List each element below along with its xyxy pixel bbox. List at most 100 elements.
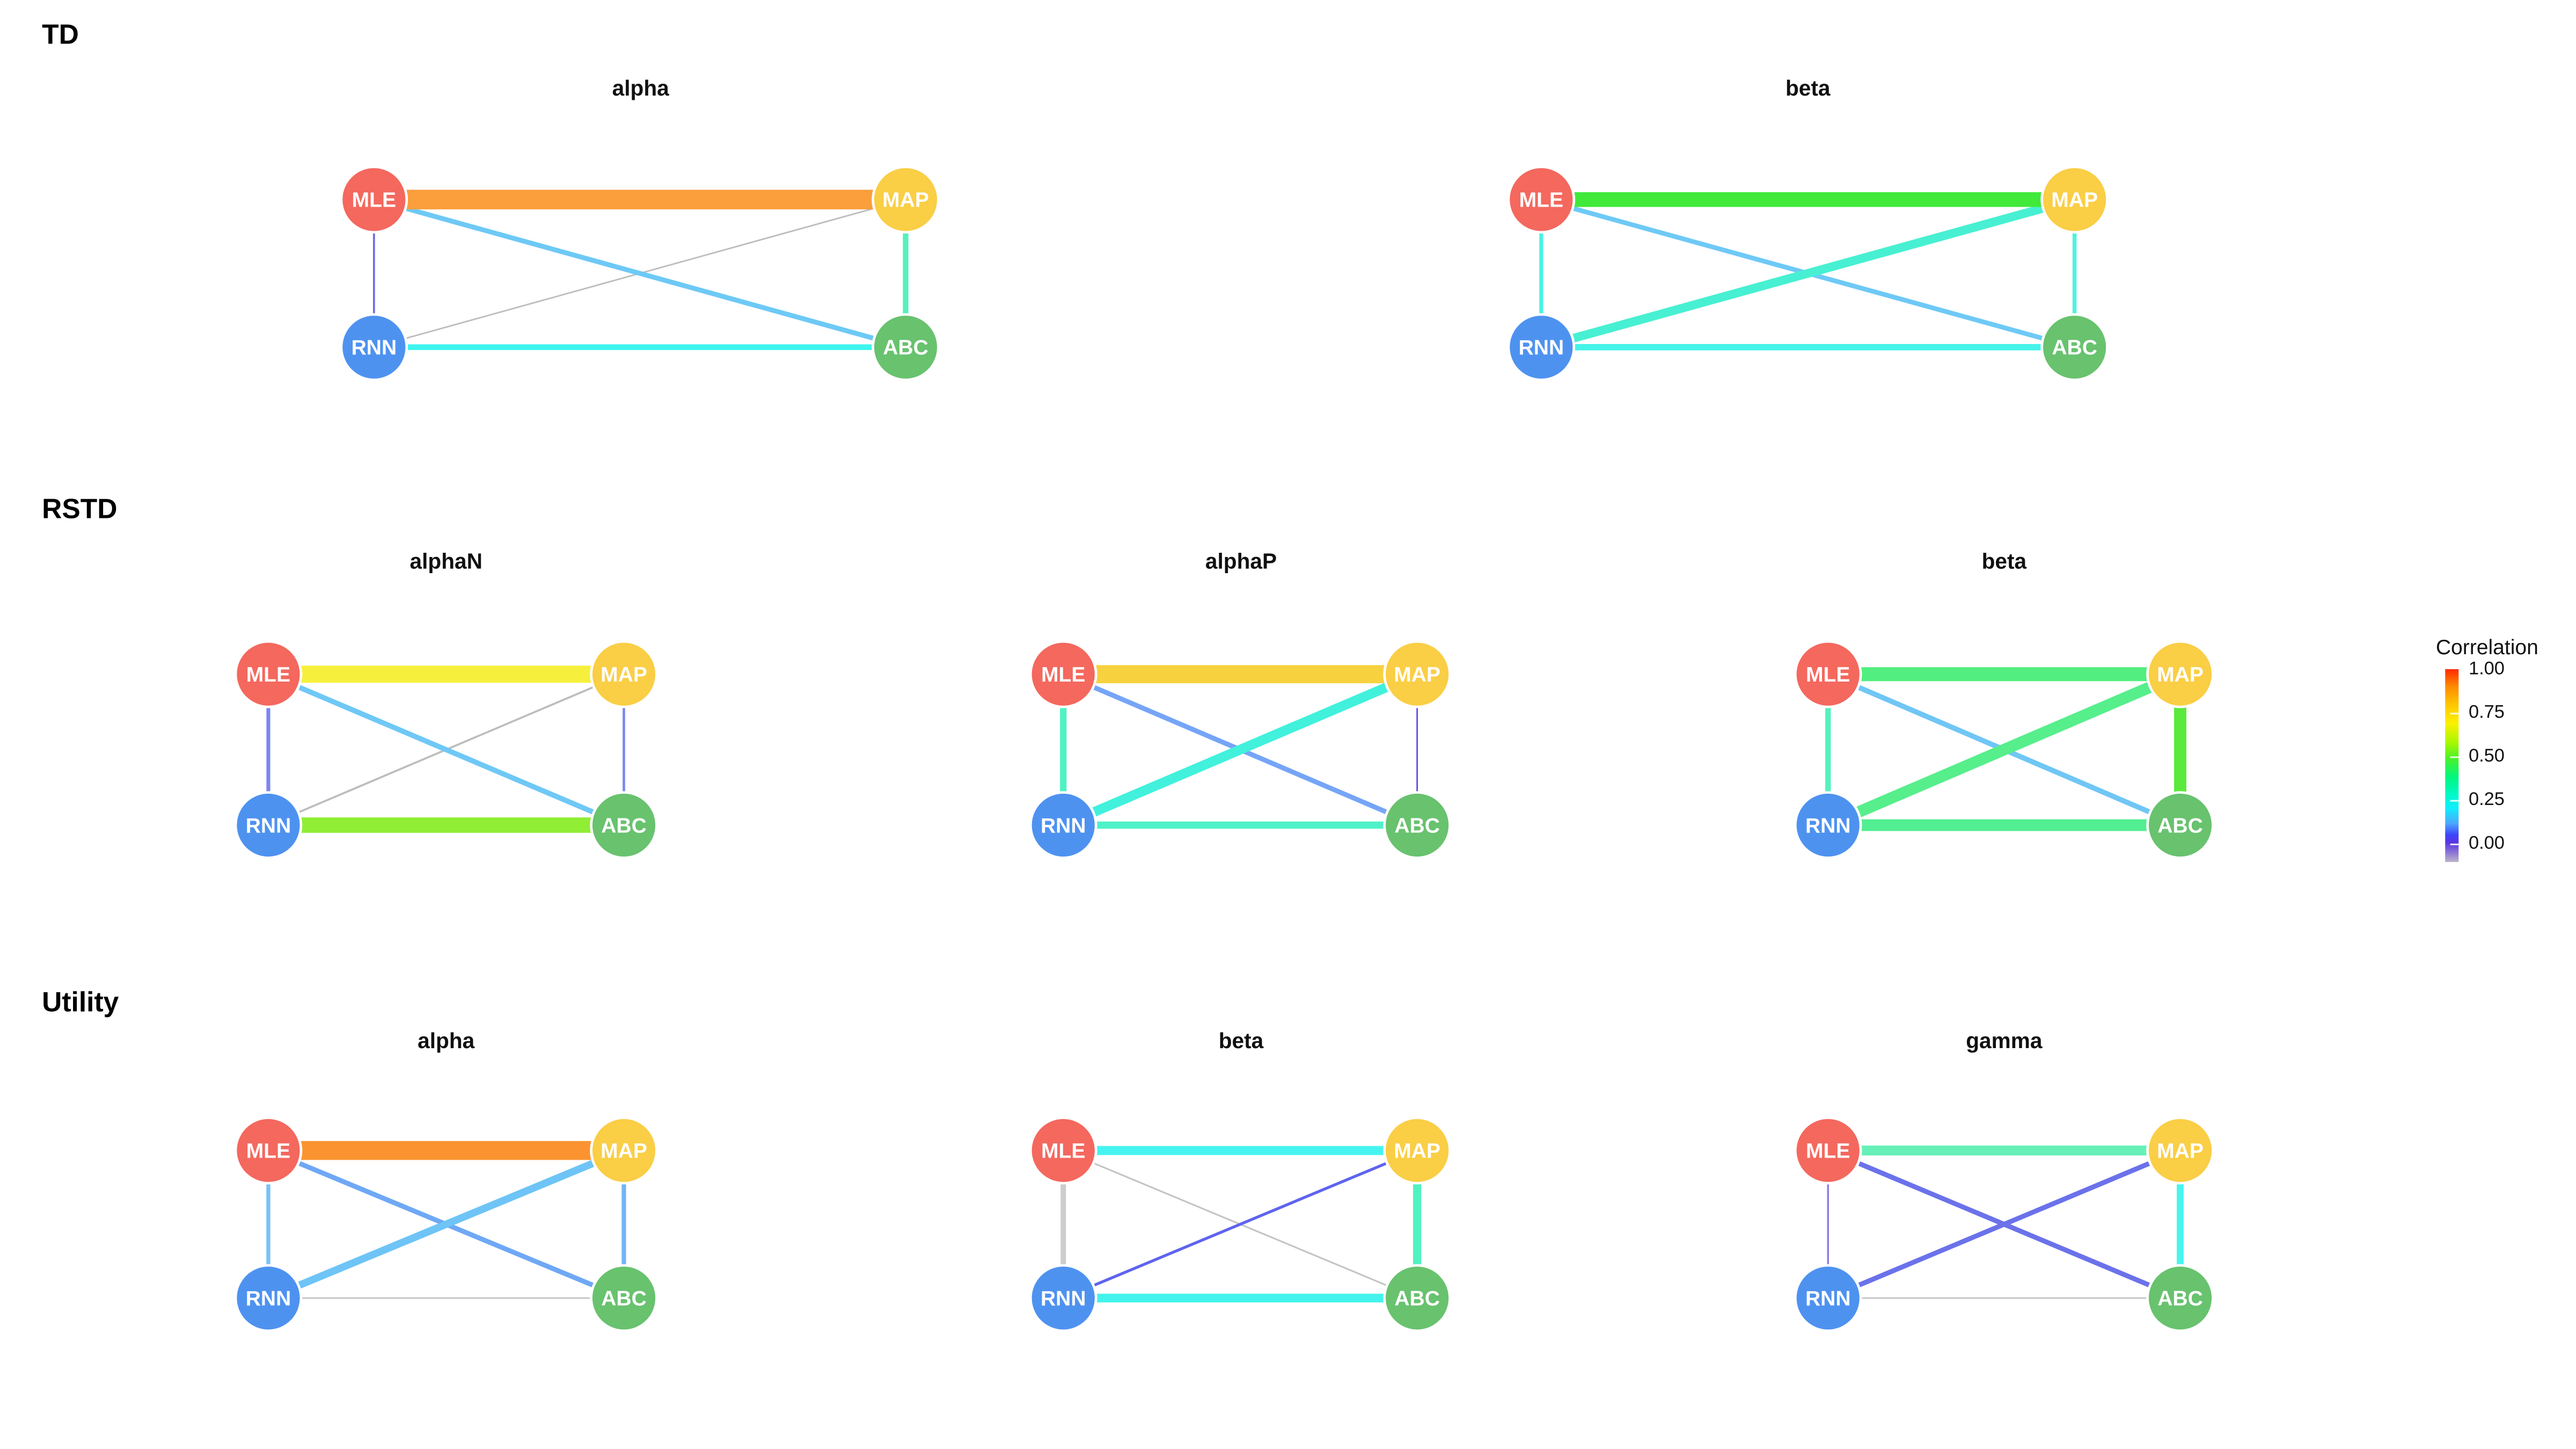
node-label-MAP: MAP xyxy=(601,663,647,686)
legend-title: Correlation xyxy=(2435,635,2538,660)
row-label-td: TD xyxy=(42,20,79,50)
row-label-utility: Utility xyxy=(42,987,119,1018)
node-MLE xyxy=(234,1116,303,1185)
node-label-ABC: ABC xyxy=(1394,814,1440,837)
correlation-legend: Correlation 1.00 0.75 0.50 0.25 0.00 xyxy=(2415,629,2566,881)
legend-tick-mark xyxy=(2450,755,2459,758)
panel-title-td-beta: beta xyxy=(1785,75,1831,101)
node-label-MLE: MLE xyxy=(1519,189,1563,212)
edge-MAP-RNN xyxy=(1540,195,2076,352)
edge-MAP-RNN xyxy=(1063,1149,1418,1300)
node-MAP xyxy=(2146,640,2214,708)
node-label-RNN: RNN xyxy=(1519,336,1564,360)
legend-tick-label-075: 0.75 xyxy=(2469,702,2505,723)
node-ABC xyxy=(2146,791,2214,859)
node-MLE xyxy=(1507,165,1576,234)
panel-title-utility-alpha: alpha xyxy=(418,1028,475,1053)
node-ABC xyxy=(2146,1264,2214,1333)
node-label-RNN: RNN xyxy=(1805,814,1851,837)
legend-tick-label-050: 0.50 xyxy=(2469,746,2505,767)
node-label-MAP: MAP xyxy=(1394,1139,1440,1162)
node-ABC xyxy=(2040,313,2109,382)
node-label-MLE: MLE xyxy=(246,663,290,686)
node-MAP xyxy=(872,165,940,234)
node-label-RNN: RNN xyxy=(1041,1287,1086,1310)
node-label-RNN: RNN xyxy=(352,336,397,360)
node-MAP xyxy=(590,640,658,708)
node-label-MAP: MAP xyxy=(601,1139,647,1162)
node-MAP xyxy=(1383,1116,1451,1185)
panel-title-rstd-alphap: alphaP xyxy=(1205,548,1277,574)
legend-tick-mark xyxy=(2450,712,2459,714)
node-RNN xyxy=(234,1264,303,1333)
panel-title-rstd-beta: beta xyxy=(1981,548,2027,574)
node-label-RNN: RNN xyxy=(1041,814,1086,837)
node-label-ABC: ABC xyxy=(601,814,647,837)
node-label-MAP: MAP xyxy=(2157,663,2204,686)
network-panel-RSTD-alphaP: MLE MAP RNN ABC xyxy=(1029,640,1451,859)
legend-tick-label-025: 0.25 xyxy=(2469,789,2505,810)
node-label-MLE: MLE xyxy=(246,1139,290,1162)
node-MAP xyxy=(1383,640,1451,708)
edge-MAP-RNN xyxy=(1827,1148,2182,1300)
legend-colorbar xyxy=(2445,669,2459,862)
node-label-MAP: MAP xyxy=(1394,663,1440,686)
node-label-RNN: RNN xyxy=(246,1287,291,1310)
node-label-MAP: MAP xyxy=(882,189,929,212)
legend-tick-label-100: 1.00 xyxy=(2469,659,2505,679)
node-label-MAP: MAP xyxy=(2157,1139,2204,1162)
node-MLE xyxy=(340,165,408,234)
edge-MAP-RNN xyxy=(1061,669,1419,830)
node-label-MLE: MLE xyxy=(1041,663,1085,686)
node-label-MLE: MLE xyxy=(1806,663,1850,686)
edge-MLE-ABC xyxy=(267,671,625,828)
legend-tick-mark xyxy=(2450,799,2459,802)
node-MLE xyxy=(1029,1116,1097,1185)
node-label-ABC: ABC xyxy=(2157,1287,2203,1310)
node-RNN xyxy=(234,791,303,859)
panel-title-td-alpha: alpha xyxy=(612,75,669,101)
node-label-ABC: ABC xyxy=(2052,336,2097,360)
node-label-MLE: MLE xyxy=(352,189,396,212)
node-label-MLE: MLE xyxy=(1806,1139,1850,1162)
node-MAP xyxy=(2146,1116,2214,1185)
node-ABC xyxy=(1383,1264,1451,1333)
node-ABC xyxy=(590,791,658,859)
edge-MLE-ABC xyxy=(373,197,906,350)
node-RNN xyxy=(1029,1264,1097,1333)
node-MLE xyxy=(1794,1116,1862,1185)
panel-title-utility-beta: beta xyxy=(1218,1028,1264,1053)
node-label-MLE: MLE xyxy=(1041,1139,1085,1162)
node-label-RNN: RNN xyxy=(246,814,291,837)
node-label-ABC: ABC xyxy=(601,1287,647,1310)
node-ABC xyxy=(590,1264,658,1333)
node-RNN xyxy=(340,313,408,382)
network-panel-Utility-beta: MLE MAP RNN ABC xyxy=(1029,1116,1451,1333)
node-MLE xyxy=(1029,640,1097,708)
node-RNN xyxy=(1794,791,1862,859)
node-MAP xyxy=(590,1116,658,1185)
node-label-MAP: MAP xyxy=(2051,189,2098,212)
node-RNN xyxy=(1794,1264,1862,1333)
edge-MAP-RNN xyxy=(1826,669,2183,831)
legend-tick-mark xyxy=(2450,843,2459,845)
node-MLE xyxy=(1794,640,1862,708)
row-label-rstd: RSTD xyxy=(42,494,118,525)
node-ABC xyxy=(872,313,940,382)
node-label-ABC: ABC xyxy=(883,336,928,360)
node-MAP xyxy=(2040,165,2109,234)
node-RNN xyxy=(1507,313,1576,382)
network-panel-TD-beta: MLE MAP RNN ABC xyxy=(1507,165,2109,382)
panel-title-utility-gamma: gamma xyxy=(1966,1028,2043,1053)
node-MLE xyxy=(234,640,303,708)
legend-tick-label-000: 0.00 xyxy=(2469,833,2505,854)
network-panel-Utility-alpha: MLE MAP RNN ABC xyxy=(234,1116,658,1333)
edge-MAP-RNN xyxy=(267,1147,626,1302)
network-panel-RSTD-alphaN: MLE MAP RNN ABC xyxy=(234,640,658,859)
node-label-ABC: ABC xyxy=(1394,1287,1440,1310)
network-panel-TD-alpha: MLE MAP RNN ABC xyxy=(340,165,940,382)
panel-title-rstd-alphan: alphaN xyxy=(409,548,482,574)
